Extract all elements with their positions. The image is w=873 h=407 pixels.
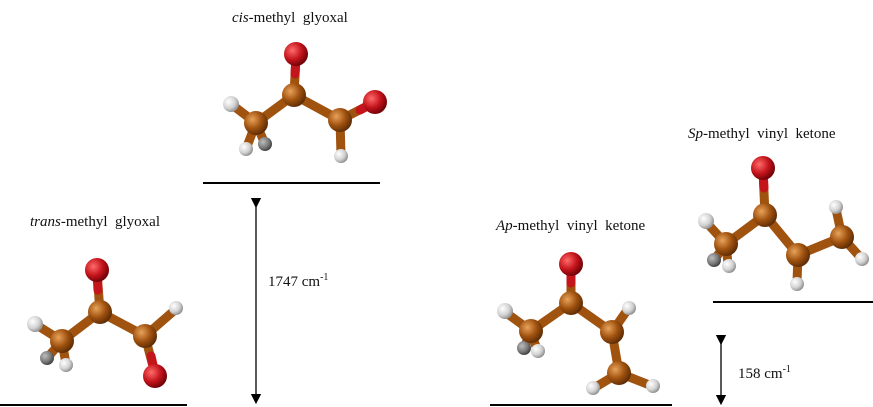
hydrogen-atom: [59, 358, 73, 372]
energy-gap-value: 1747 cm: [268, 274, 321, 290]
carbon-atom: [88, 300, 112, 324]
hydrogen-atom: [790, 277, 804, 291]
hydrogen-atom: [334, 149, 348, 163]
hydrogen-atom: [239, 142, 253, 156]
hydrogen-atom: [855, 252, 869, 266]
oxygen-atom: [85, 258, 109, 282]
carbon-atom: [786, 243, 810, 267]
carbon-atom: [519, 319, 543, 343]
energy-gap-mvk: 158 cm-1: [738, 364, 791, 383]
label-trans-methyl-glyoxal: trans-methyl glyoxal: [30, 214, 160, 231]
hydrogen-atom: [258, 137, 272, 151]
hydrogen-atom: [722, 259, 736, 273]
oxygen-atom: [363, 90, 387, 114]
hydrogen-atom: [223, 96, 239, 112]
molecule-trans-methyl-glyoxal: [27, 258, 183, 388]
label-sp-methyl-vinyl-ketone: Sp-methyl vinyl ketone: [688, 126, 835, 143]
label-rest: -methyl vinyl ketone: [512, 218, 646, 234]
hydrogen-atom: [27, 316, 43, 332]
hydrogen-atom: [622, 301, 636, 315]
oxygen-atom: [751, 156, 775, 180]
oxygen-atom: [284, 42, 308, 66]
carbon-atom: [244, 111, 268, 135]
carbon-atom: [282, 83, 306, 107]
carbon-atom: [133, 324, 157, 348]
label-prefix: trans: [30, 214, 61, 230]
hydrogen-atom: [646, 379, 660, 393]
label-rest: -methyl glyoxal: [248, 10, 348, 26]
hydrogen-atom: [531, 344, 545, 358]
label-rest: -methyl glyoxal: [60, 214, 160, 230]
carbon-atom: [328, 108, 352, 132]
bonds: [226, 52, 380, 160]
label-cis-methyl-glyoxal: cis-methyl glyoxal: [232, 10, 348, 27]
hydrogen-atom: [707, 253, 721, 267]
label-rest: -methyl vinyl ketone: [703, 126, 836, 142]
oxygen-atom: [559, 252, 583, 276]
hydrogen-atom: [497, 303, 513, 319]
carbon-atom: [607, 361, 631, 385]
hydrogen-atom: [40, 351, 54, 365]
carbon-atom: [50, 329, 74, 353]
label-prefix: Sp: [688, 126, 703, 142]
oxygen-atom: [143, 364, 167, 388]
carbon-atom: [753, 203, 777, 227]
carbon-atom: [559, 291, 583, 315]
carbon-atom: [714, 232, 738, 256]
hydrogen-atom: [829, 200, 843, 214]
hydrogen-atom: [169, 301, 183, 315]
molecule-cis-methyl-glyoxal: [223, 42, 387, 163]
label-ap-methyl-vinyl-ketone: Ap-methyl vinyl ketone: [496, 218, 645, 235]
molecule-ap-methyl-vinyl-ketone: [497, 252, 660, 395]
label-prefix: Ap: [496, 218, 513, 234]
energy-gap-exponent: -1: [320, 272, 329, 283]
energy-gap-exponent: -1: [782, 364, 791, 375]
molecule-sp-methyl-vinyl-ketone: [698, 156, 869, 291]
label-prefix: cis: [232, 10, 249, 26]
carbon-atom: [830, 225, 854, 249]
hydrogen-atom: [517, 341, 531, 355]
energy-gap-value: 158 cm: [738, 366, 783, 382]
energy-gap-glyoxal: 1747 cm-1: [268, 272, 328, 291]
hydrogen-atom: [586, 381, 600, 395]
hydrogen-atom: [698, 213, 714, 229]
carbon-atom: [600, 320, 624, 344]
